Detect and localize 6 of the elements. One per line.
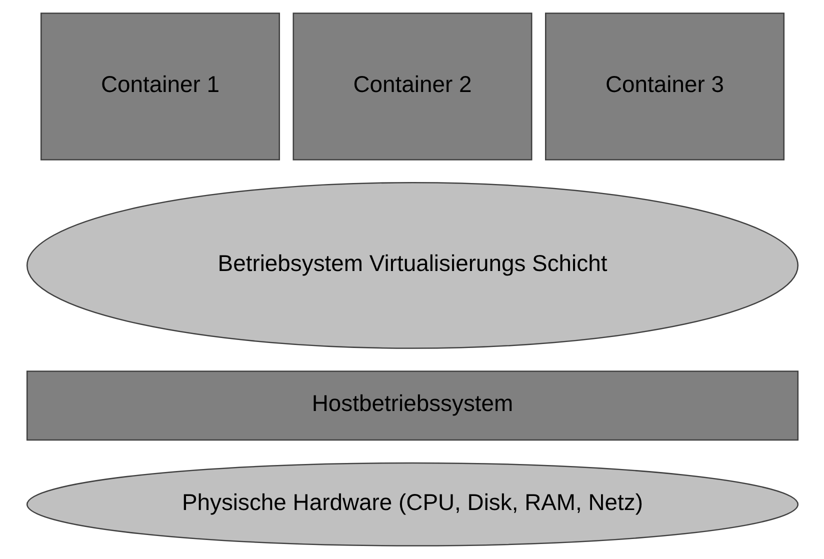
node-box: Container 2 — [292, 12, 532, 160]
node-box: Hostbetriebssystem — [26, 370, 798, 441]
node-box: Container 1 — [40, 12, 280, 160]
node-ellipse: Physische Hardware (CPU, Disk, RAM, Netz) — [26, 462, 798, 546]
node-ellipse: Betriebsystem Virtualisierungs Schicht — [26, 182, 798, 349]
node-box: Container 3 — [544, 12, 784, 160]
